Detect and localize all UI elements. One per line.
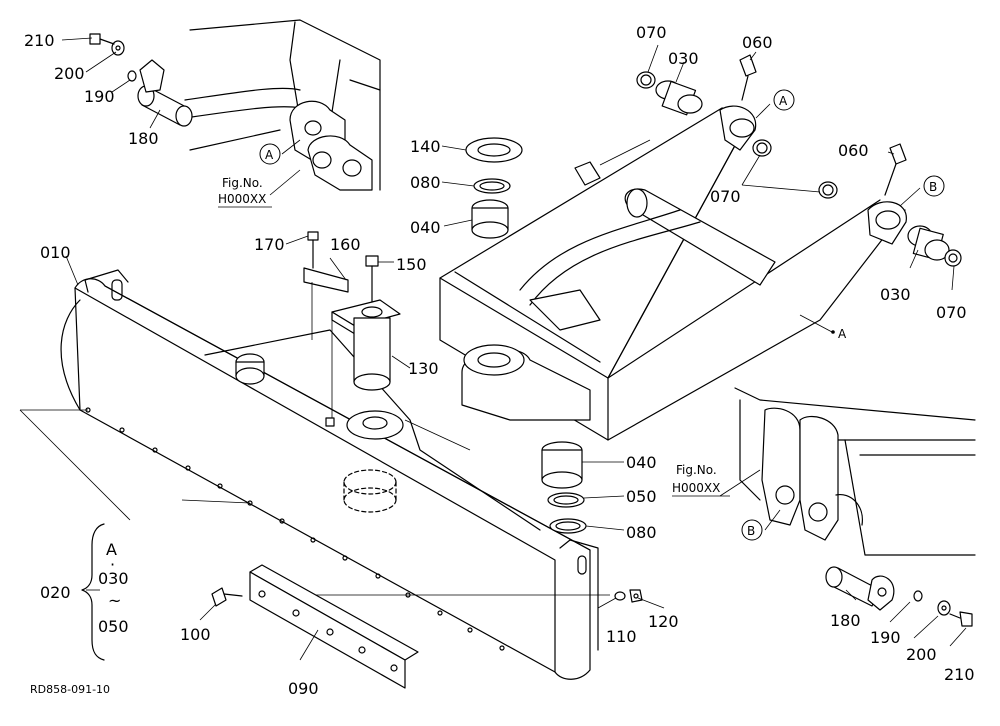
part-label: 200	[54, 64, 85, 83]
part-label: 010	[40, 243, 71, 262]
range-dot: ·	[110, 555, 115, 574]
part-label: 100	[180, 625, 211, 644]
marker-a-frame: A	[773, 89, 795, 111]
part-label: 050	[626, 487, 657, 506]
part-label: 210	[944, 665, 975, 684]
figure-reference-top: Fig.No. H000XX	[218, 176, 272, 208]
marker-b-inset: B	[741, 519, 763, 541]
part-label: 130	[408, 359, 439, 378]
part-label: 070	[936, 303, 967, 322]
svg-text:H000XX: H000XX	[218, 192, 266, 206]
part-labels: 210 200 190 180 010 170 160 150 130 140 …	[24, 23, 975, 698]
range-top: A	[106, 540, 117, 559]
cutting-edge-drawing	[249, 564, 419, 689]
part-label: 030	[668, 49, 699, 68]
svg-text:Fig.No.: Fig.No.	[676, 463, 717, 477]
part-label: 140	[410, 137, 441, 156]
svg-text:Fig.No.: Fig.No.	[222, 176, 263, 190]
figure-reference-bottom: Fig.No. H000XX	[672, 463, 730, 497]
part-label: 190	[870, 628, 901, 647]
svg-text:A: A	[779, 94, 788, 108]
part-label: 180	[830, 611, 861, 630]
inset-bottom-right-drawing	[734, 387, 976, 627]
part-label: 060	[838, 141, 869, 160]
inset-top-left-drawing	[89, 19, 381, 191]
upper-bushing-stack-drawing	[465, 137, 523, 239]
marker-b-frame: B	[923, 175, 945, 197]
part-label: 110	[606, 627, 637, 646]
part-label: 170	[254, 235, 285, 254]
range-tilde: ~	[108, 591, 121, 610]
part-label: 210	[24, 31, 55, 50]
part-label: 040	[410, 218, 441, 237]
part-label: 040	[626, 453, 657, 472]
svg-text:B: B	[929, 180, 937, 194]
part-label: 090	[288, 679, 319, 698]
range-from: 030	[98, 569, 129, 588]
part-label: 020	[40, 583, 71, 602]
part-label: 190	[84, 87, 115, 106]
part-label: 180	[128, 129, 159, 148]
svg-text:B: B	[747, 524, 755, 538]
part-label: 120	[648, 612, 679, 631]
part-label: 080	[410, 173, 441, 192]
range-to: 050	[98, 617, 129, 636]
leader-lines	[61, 37, 967, 661]
frame-pin-parts-drawing	[636, 54, 962, 334]
part-label: 070	[636, 23, 667, 42]
marker-a-inset: A	[259, 143, 281, 165]
bolt-100-drawing	[211, 587, 243, 607]
part-label: 200	[906, 645, 937, 664]
part-label: 030	[880, 285, 911, 304]
frame-drawing	[439, 105, 907, 441]
blade-drawing	[19, 269, 610, 680]
part-label: 070	[710, 187, 741, 206]
diagram-code: RD858-091-10	[30, 683, 110, 696]
part-label: 160	[330, 235, 361, 254]
lower-bushing-stack-drawing	[541, 441, 587, 534]
part-label: 060	[742, 33, 773, 52]
part-label: 150	[396, 255, 427, 274]
svg-text:A: A	[265, 148, 274, 162]
nut-washer-drawing	[614, 589, 643, 603]
pivot-cylinder-drawing	[303, 231, 401, 418]
marker-a-point-label: A	[838, 327, 847, 341]
svg-text:H000XX: H000XX	[672, 481, 720, 495]
part-label: 080	[626, 523, 657, 542]
range-bracket: A · 030 ~ 050	[81, 523, 129, 661]
